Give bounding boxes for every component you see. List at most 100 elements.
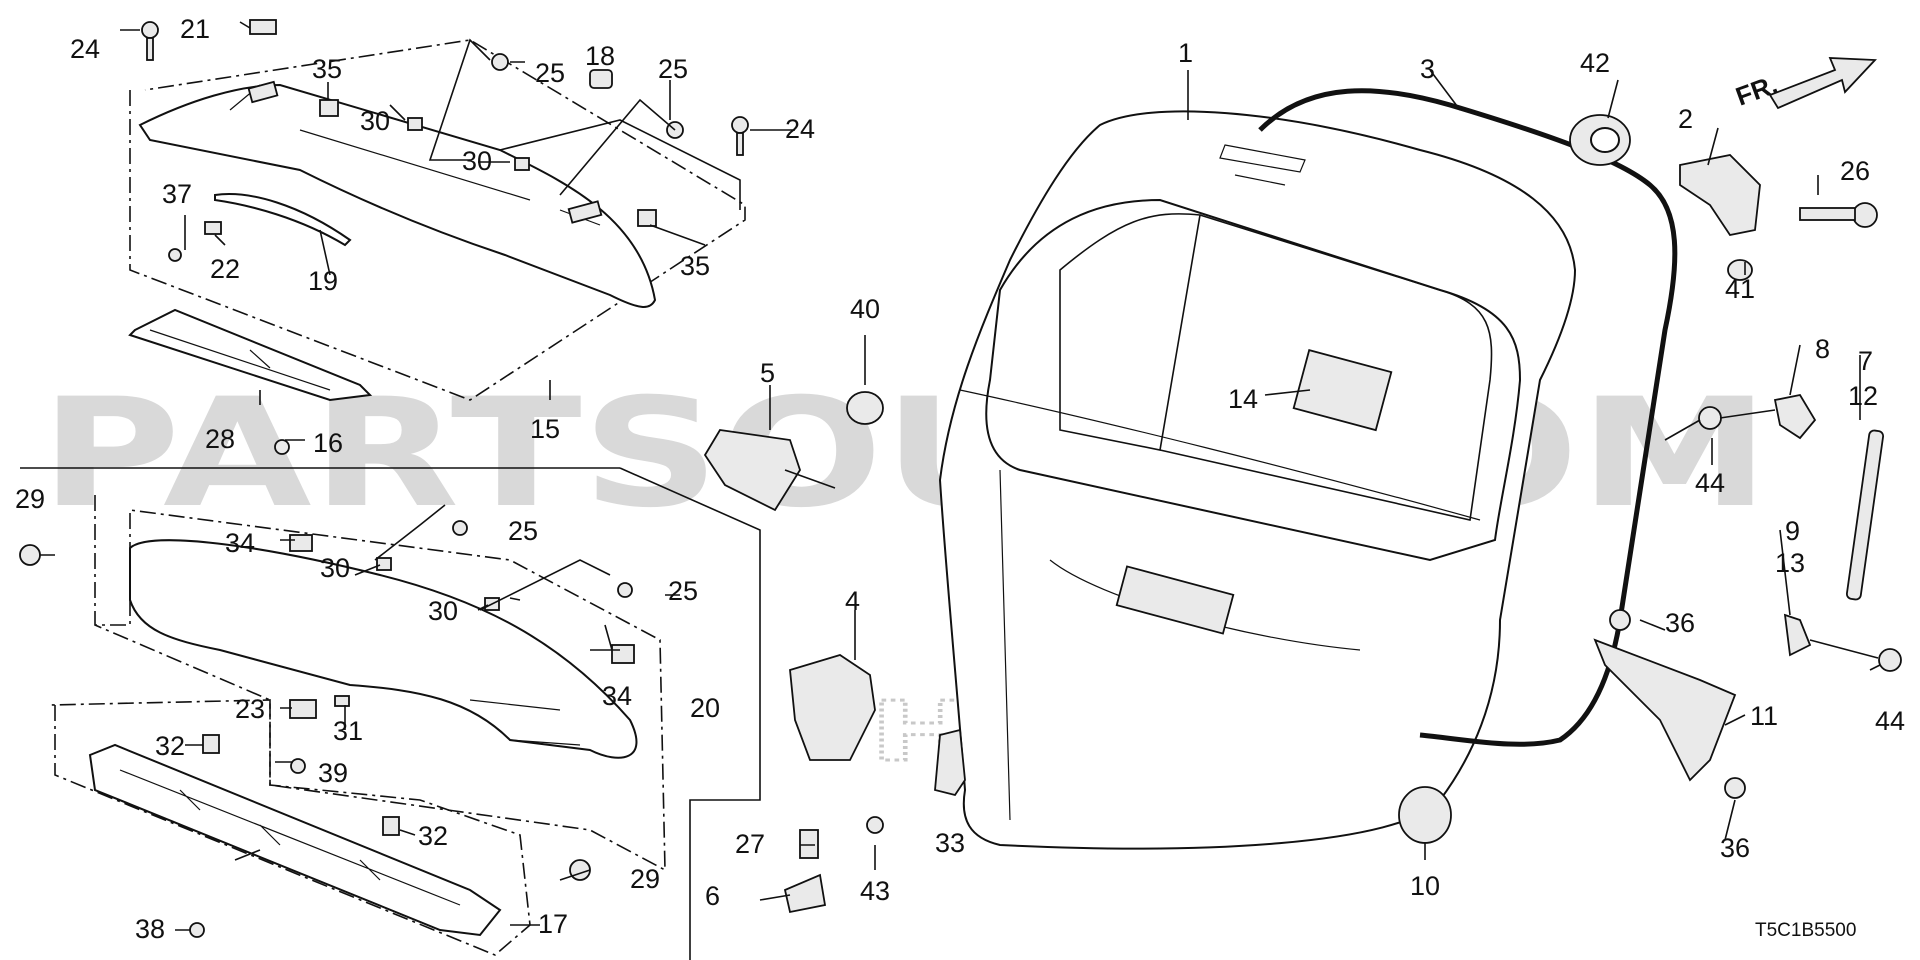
bolt-29b <box>569 859 591 881</box>
callout-44a: 44 <box>1695 468 1725 498</box>
spoiler-group-15 <box>128 19 749 455</box>
callout-25a: 25 <box>535 58 565 88</box>
callout-40: 40 <box>850 294 880 324</box>
callout-4: 4 <box>845 586 860 616</box>
callout-34b: 34 <box>602 681 632 711</box>
callout-22: 22 <box>210 254 240 284</box>
clip-34b <box>611 644 635 664</box>
callout-19: 19 <box>308 266 338 296</box>
ball-joint-8 <box>1773 393 1817 440</box>
loose-parts-right <box>703 114 1902 914</box>
callout-27: 27 <box>735 829 765 859</box>
callout-9: 9 <box>1785 516 1800 546</box>
plug-21 <box>249 19 277 35</box>
latch-4 <box>789 654 876 761</box>
callout-31: 31 <box>333 716 363 746</box>
callout-37: 37 <box>162 179 192 209</box>
bracket-6 <box>783 873 827 914</box>
callout-24a: 24 <box>70 34 100 64</box>
callout-35a: 35 <box>312 54 342 84</box>
switch-5 <box>703 429 801 512</box>
callout-labels: 1 2 3 4 5 6 7 8 9 10 11 12 13 14 15 16 1… <box>15 14 1905 944</box>
callout-44b: 44 <box>1875 706 1905 736</box>
callout-16: 16 <box>313 428 343 458</box>
callout-7: 7 <box>1858 346 1873 376</box>
callout-14: 14 <box>1228 384 1258 414</box>
callout-18: 18 <box>585 41 615 71</box>
hinge-2 <box>1679 154 1761 237</box>
callout-30b: 30 <box>462 146 492 176</box>
callout-5: 5 <box>760 358 775 388</box>
callout-3: 3 <box>1420 54 1435 84</box>
rear-spoiler-part <box>138 83 657 308</box>
callout-30a: 30 <box>360 106 390 136</box>
callout-30c: 30 <box>320 553 350 583</box>
callout-35b: 35 <box>680 251 710 281</box>
callout-25c: 25 <box>508 516 538 546</box>
callout-23: 23 <box>235 694 265 724</box>
arrow-icon <box>1768 57 1877 110</box>
callout-20: 20 <box>690 693 720 723</box>
callout-25b: 25 <box>658 54 688 84</box>
callout-43: 43 <box>860 876 890 906</box>
diagram-code: T5C1B5500 <box>1755 920 1856 941</box>
callout-12: 12 <box>1848 381 1878 411</box>
callout-42: 42 <box>1580 48 1610 78</box>
callout-29b: 29 <box>630 864 660 894</box>
clip-31 <box>334 695 350 707</box>
garnish-16 <box>128 308 373 402</box>
bracket-11 <box>1593 638 1737 782</box>
bolt-43 <box>866 816 884 834</box>
plug-18 <box>589 69 613 89</box>
nut-30a <box>407 117 423 131</box>
callout-6: 6 <box>705 881 720 911</box>
callout-36b: 36 <box>1720 833 1750 863</box>
callout-28: 28 <box>205 424 235 454</box>
callout-30d: 30 <box>428 596 458 626</box>
ball-joint-13 <box>1783 613 1812 657</box>
bracket-23 <box>289 699 317 719</box>
bolt-36b <box>1724 777 1746 799</box>
tailgate-glass <box>985 198 1522 562</box>
bolt-44b <box>1878 648 1902 672</box>
screw-25a <box>491 53 509 71</box>
screw-25d <box>617 582 633 598</box>
screw-28 <box>274 439 290 455</box>
callout-11: 11 <box>1750 701 1778 731</box>
callout-8: 8 <box>1815 334 1830 364</box>
bolt-44a <box>1698 406 1722 430</box>
callout-32b: 32 <box>418 821 448 851</box>
clip-32b <box>382 816 400 836</box>
high-mount-lens-19 <box>214 193 352 247</box>
callout-21: 21 <box>180 14 210 44</box>
callout-34a: 34 <box>225 528 255 558</box>
screw-38 <box>189 922 205 938</box>
bumper-40 <box>846 391 884 425</box>
bolt-29a <box>19 544 41 566</box>
screw-39 <box>290 758 306 774</box>
callout-10: 10 <box>1410 871 1440 901</box>
bracket-33 <box>934 728 966 797</box>
callout-26: 26 <box>1840 156 1870 186</box>
callout-2: 2 <box>1678 104 1693 134</box>
callout-32a: 32 <box>155 731 185 761</box>
callout-15: 15 <box>530 414 560 444</box>
bumper-10 <box>1398 786 1452 844</box>
front-direction-arrow: FR. <box>1732 57 1877 112</box>
tailgate-1 <box>938 110 1577 850</box>
callout-39: 39 <box>318 758 348 788</box>
screw-37 <box>168 248 182 262</box>
nut-41 <box>1727 259 1753 281</box>
callout-41: 41 <box>1725 274 1755 304</box>
direction-label: FR. <box>1732 69 1782 112</box>
clip-35b <box>637 209 657 227</box>
callout-17: 17 <box>538 909 568 939</box>
bolt-24a <box>141 21 159 39</box>
bolt-24b <box>731 116 749 134</box>
callout-24b: 24 <box>785 114 815 144</box>
callout-13: 13 <box>1775 548 1805 578</box>
callout-38: 38 <box>135 914 165 944</box>
actuator-14 <box>1292 349 1393 432</box>
